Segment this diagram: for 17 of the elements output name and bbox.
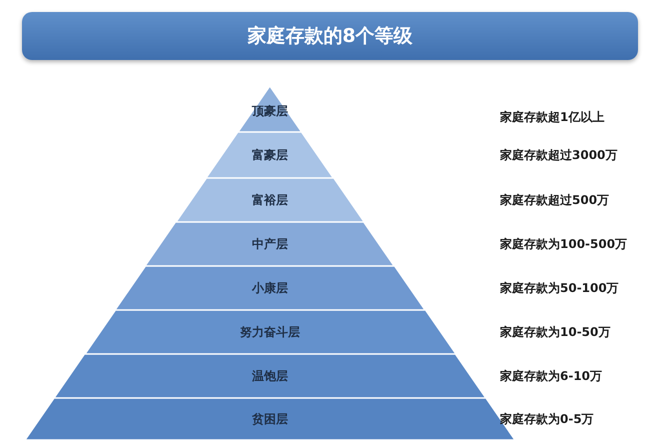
title-banner: 家庭存款的8个等级 — [22, 12, 638, 60]
deposit-description: 家庭存款为100-500万 — [500, 236, 628, 253]
deposit-description: 家庭存款超过3000万 — [500, 147, 618, 164]
layer-label: 富豪层 — [250, 147, 289, 164]
deposit-description: 家庭存款为0-5万 — [500, 411, 594, 428]
layer-label: 贫困层 — [251, 411, 289, 428]
layer-label: 努力奋斗层 — [238, 324, 301, 341]
layer-label: 富裕层 — [250, 192, 289, 209]
deposit-description: 家庭存款为6-10万 — [500, 368, 602, 385]
deposit-description: 家庭存款为10-50万 — [500, 324, 610, 341]
layer-label: 小康层 — [250, 280, 289, 297]
deposit-description: 家庭存款超1亿以上 — [500, 109, 604, 126]
deposit-description: 家庭存款超过500万 — [500, 192, 610, 209]
layer-label: 中产层 — [250, 236, 289, 253]
layer-label: 顶豪层 — [250, 103, 289, 120]
layer-label: 温饱层 — [250, 368, 289, 385]
deposit-description: 家庭存款为50-100万 — [500, 280, 619, 297]
